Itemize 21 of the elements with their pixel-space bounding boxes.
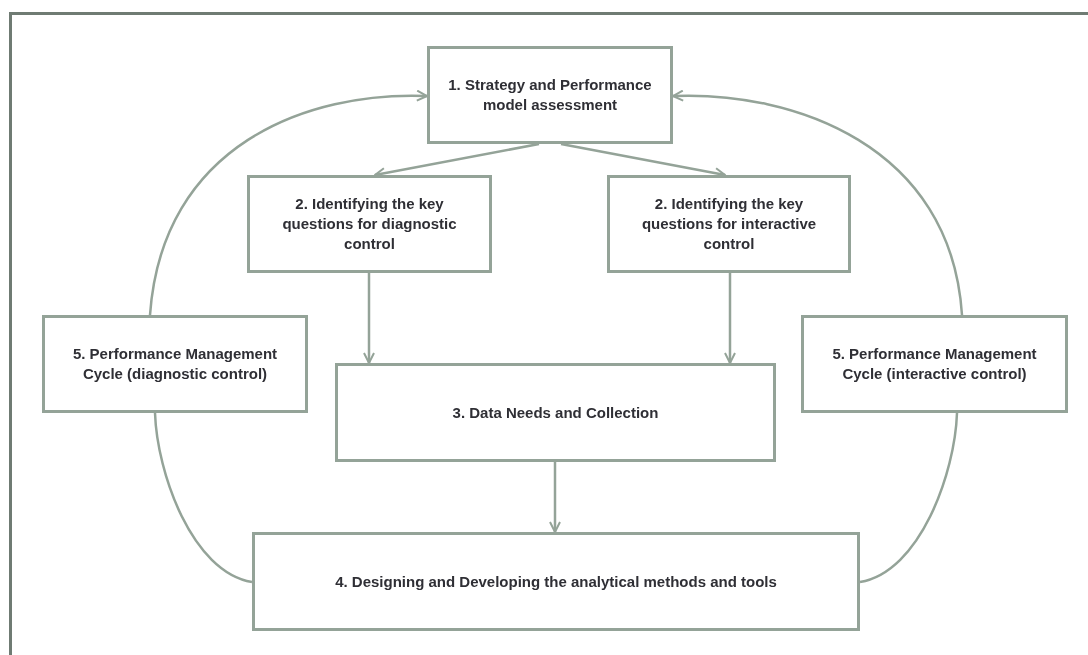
process-box: [42, 315, 308, 413]
connector-line: [859, 412, 959, 584]
process-box: [607, 175, 851, 273]
process-box: [252, 532, 860, 631]
box-label: 3. Data Needs and Collection: [452, 402, 659, 423]
process-box: [427, 46, 673, 144]
box-label: 4. Designing and Developing the analytical methods and tools: [335, 571, 777, 592]
connector-line: [153, 412, 253, 584]
process-box: [335, 363, 776, 462]
process-box: [247, 175, 492, 273]
box-label: 2. Identifying the key questions for diagnostic control: [281, 194, 458, 254]
box-label: 5. Performance Management Cycle (diagnostic control): [71, 344, 279, 384]
box-label: 1. Strategy and Performance model assessment: [447, 75, 653, 115]
arrow: [724, 273, 736, 364]
arrow: [363, 273, 375, 364]
arrow: [672, 90, 964, 316]
arrow: [148, 90, 428, 316]
arrow: [549, 462, 561, 533]
box-label: 5. Performance Management Cycle (interactive control): [831, 344, 1038, 384]
process-box: [801, 315, 1068, 413]
box-label: 2. Identifying the key questions for interactive control: [640, 194, 818, 254]
